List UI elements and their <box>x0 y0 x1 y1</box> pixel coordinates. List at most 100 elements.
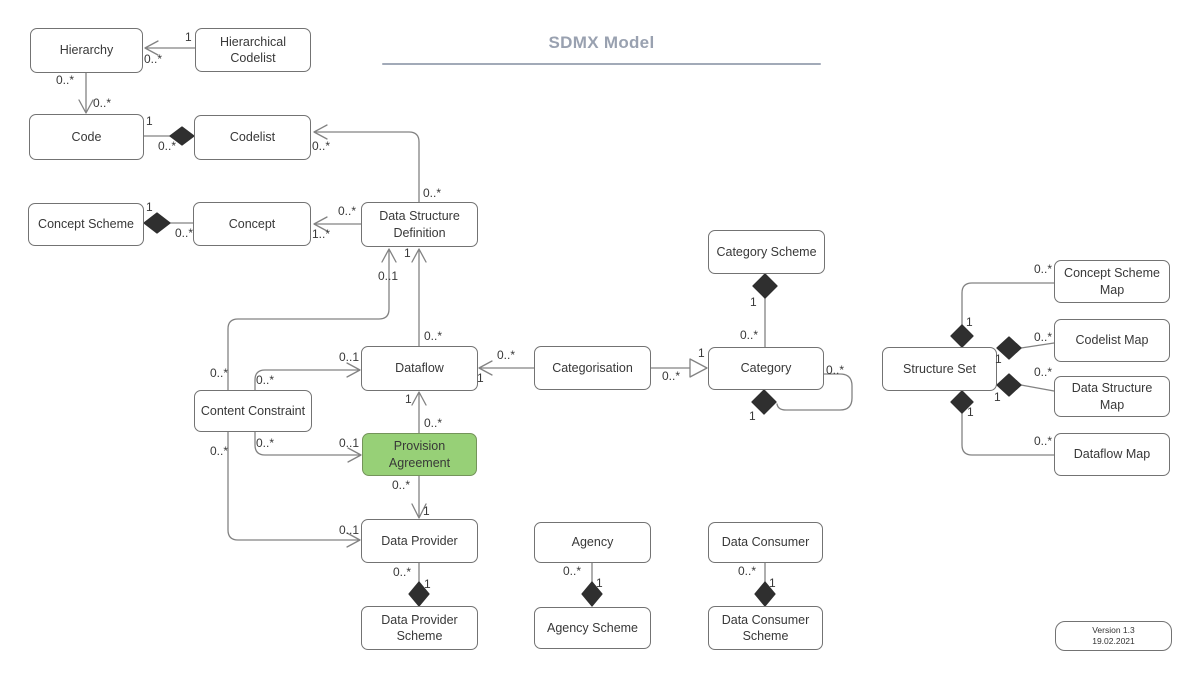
edge-categoryscheme-category <box>752 273 778 348</box>
node-label: Structure Set <box>903 361 976 376</box>
multiplicity: 0..* <box>1034 330 1053 344</box>
multiplicity: 0..* <box>93 96 112 110</box>
node-concept-scheme-map: Concept Scheme Map <box>1054 260 1170 303</box>
multiplicity: 1 <box>967 405 974 419</box>
multiplicity: 1 <box>424 577 431 591</box>
node-label: Provision Agreement <box>388 439 451 470</box>
node-data-structure-definition: Data Structure Definition <box>361 202 478 247</box>
edge-provisionagreement-dataprovider <box>411 475 427 519</box>
node-categorisation: Categorisation <box>534 346 651 390</box>
node-label: Code <box>71 129 102 144</box>
node-hierarchy: Hierarchy <box>30 28 143 73</box>
multiplicity: 0..* <box>144 52 163 66</box>
multiplicity: 0..* <box>424 416 443 430</box>
node-data-provider: Data Provider <box>361 519 478 563</box>
edge-categorisation-dataflow <box>478 360 535 376</box>
multiplicity: 0..1 <box>339 350 360 364</box>
node-label: Data Consumer <box>721 535 810 550</box>
node-label: Data Structure Definition <box>379 209 460 240</box>
multiplicity: 0..* <box>563 564 582 578</box>
multiplicity: 1 <box>146 200 153 214</box>
node-label: Codelist Map <box>1075 333 1149 348</box>
edge-contentconstraint-dsd <box>227 248 397 391</box>
multiplicity: 1 <box>146 114 153 128</box>
node-label: Data Consumer Scheme <box>721 612 810 643</box>
multiplicity: 0..* <box>1034 365 1053 379</box>
edge-provisionagreement-dataflow <box>411 391 427 434</box>
multiplicity: 0..* <box>210 366 229 380</box>
edge-agency-agencyscheme <box>581 562 603 607</box>
multiplicity: 1 <box>405 392 412 406</box>
node-provision-agreement: Provision Agreement <box>362 433 477 476</box>
multiplicity: 0..* <box>338 204 357 218</box>
diagram-title: SDMX Model <box>548 33 655 52</box>
edge-contentconstraint-provisionagreement <box>254 431 362 463</box>
multiplicity: 0..* <box>158 139 177 153</box>
node-code: Code <box>29 114 144 160</box>
node-label: Agency <box>571 535 614 550</box>
node-label: Data Provider Scheme <box>381 612 458 643</box>
edge-categorisation-category <box>650 358 708 378</box>
multiplicity: 0..* <box>497 348 516 362</box>
multiplicity: 0..* <box>392 478 411 492</box>
node-concept: Concept <box>193 202 311 246</box>
multiplicity: 0..* <box>312 139 331 153</box>
multiplicity: 0..* <box>1034 434 1053 448</box>
node-data-structure-map: Data Structure Map <box>1054 376 1170 417</box>
edge-dataflow-dsd <box>411 248 427 347</box>
multiplicity: 0..* <box>740 328 759 342</box>
multiplicity: 0..1 <box>378 269 399 283</box>
node-data-provider-scheme: Data Provider Scheme <box>361 606 478 650</box>
multiplicity: 1 <box>995 352 1002 366</box>
multiplicity: 0..1 <box>339 436 360 450</box>
multiplicity: 1 <box>749 409 756 423</box>
multiplicity: 0..* <box>175 226 194 240</box>
node-label: Agency Scheme <box>546 620 639 635</box>
multiplicity: 1 <box>698 346 705 360</box>
multiplicity: 0..* <box>256 436 275 450</box>
multiplicity: 0..* <box>393 565 412 579</box>
node-label: Content Constraint <box>200 403 306 418</box>
node-label: Hierarchical Codelist <box>220 34 286 65</box>
multiplicity: 0..1 <box>339 523 360 537</box>
node-label: Concept <box>228 216 276 231</box>
node-dataflow-map: Dataflow Map <box>1054 433 1170 476</box>
node-label: Data Provider <box>381 533 458 548</box>
multiplicity: 1 <box>404 246 411 260</box>
edge-hierarchy-code <box>78 72 94 114</box>
edge-category-selfloop <box>751 373 853 415</box>
edge-conceptscheme-concept <box>143 212 194 234</box>
node-concept-scheme: Concept Scheme <box>28 203 144 246</box>
node-data-consumer-scheme: Data Consumer Scheme <box>708 606 823 650</box>
node-label: Codelist <box>229 130 276 145</box>
node-dataflow: Dataflow <box>361 346 478 391</box>
node-structure-set: Structure Set <box>882 347 997 391</box>
node-label: Categorisation <box>552 360 633 375</box>
edge-dsd-concept <box>313 216 362 232</box>
multiplicity: 0..* <box>256 373 275 387</box>
node-label: Category <box>740 361 792 376</box>
multiplicity: 1 <box>966 315 973 329</box>
multiplicity: 0..* <box>738 564 757 578</box>
edge-structureset-codelistmap <box>996 336 1055 360</box>
edge-structureset-datastructuremap <box>996 373 1055 397</box>
multiplicity: 1 <box>750 295 757 309</box>
node-category-scheme: Category Scheme <box>708 230 825 274</box>
node-label: Hierarchy <box>59 43 114 58</box>
node-label: Concept Scheme <box>38 217 134 232</box>
multiplicity: 1 <box>769 576 776 590</box>
node-data-consumer: Data Consumer <box>708 522 823 563</box>
multiplicity: 1 <box>423 504 430 518</box>
multiplicity: 0..* <box>662 369 681 383</box>
node-agency-scheme: Agency Scheme <box>534 607 651 649</box>
node-label: Dataflow Map <box>1073 447 1151 462</box>
multiplicity: 0..* <box>826 363 845 377</box>
node-category: Category <box>708 347 824 390</box>
node-label: Concept Scheme Map <box>1064 266 1160 297</box>
multiplicity: 0..* <box>424 329 443 343</box>
node-label: Data Structure Map <box>1071 381 1153 412</box>
edge-dsd-codelist <box>313 124 420 203</box>
version-box: Version 1.3 19.02.2021 <box>1055 621 1172 651</box>
node-label: Dataflow <box>395 361 444 376</box>
